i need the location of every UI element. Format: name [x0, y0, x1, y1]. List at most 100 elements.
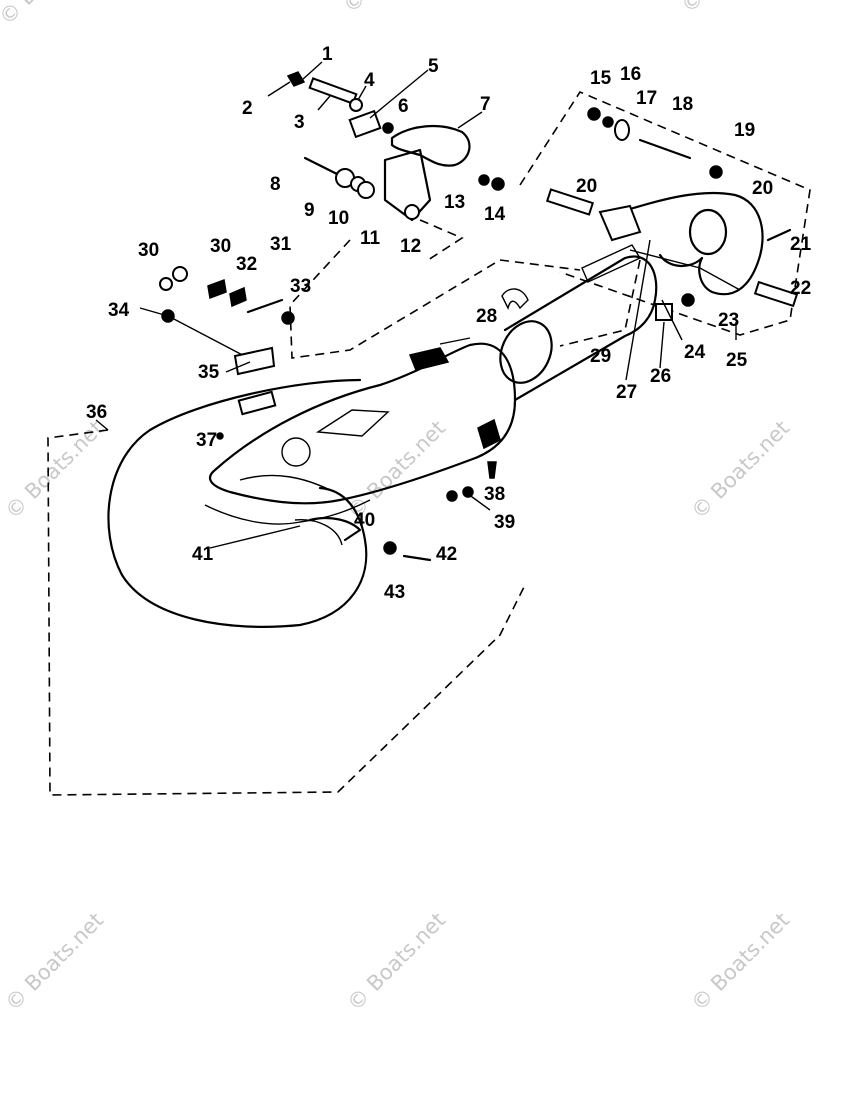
grommet-8a — [408, 347, 450, 371]
clip-23 — [207, 278, 227, 300]
watermark-bottom-right: © Boats.net — [687, 908, 795, 1016]
swivel-bracket-assembly — [598, 191, 764, 296]
callout-24: 33 — [290, 276, 311, 297]
wire-8b — [439, 337, 471, 345]
callout-16: 8 — [270, 174, 281, 195]
callout-37: 14 — [484, 204, 506, 225]
lower-unit-housing — [107, 342, 517, 628]
bracket-38-hole — [404, 204, 420, 220]
watermark-mid-center: © Boats.net — [343, 416, 451, 524]
callout-5: 28 — [476, 306, 497, 327]
bolt-33 — [402, 554, 432, 562]
nut-41 — [681, 293, 695, 307]
screw-42 — [766, 228, 792, 242]
watermark-top-right: © Boats.net — [677, 0, 785, 18]
callout-30-right: 22 — [790, 278, 811, 299]
tilt-lever-assembly — [383, 125, 471, 222]
nut-36 — [478, 174, 490, 186]
shaft-tube-fin — [581, 244, 642, 283]
tilt-lever-9 — [390, 125, 471, 167]
leader-8 — [661, 299, 683, 341]
tilt-bracket-38 — [383, 148, 432, 222]
callout-4: 41 — [192, 544, 214, 565]
block-21 — [237, 390, 277, 416]
callout-18: 17 — [636, 88, 657, 109]
housing-round-recess — [281, 437, 311, 467]
callout-33: 42 — [436, 544, 457, 565]
watermark-top-left: © Boats.net — [0, 0, 102, 30]
outline-9-group — [289, 239, 581, 359]
leader-12 — [317, 95, 331, 111]
callout-29: 27 — [616, 382, 637, 403]
nut-34 — [383, 541, 397, 555]
leader-11 — [301, 61, 323, 81]
shaft-tube-body — [503, 255, 658, 402]
callout-26: 34 — [108, 300, 130, 321]
outline-7-tube — [559, 259, 641, 347]
callout-19: 16 — [620, 64, 641, 85]
leader-26 — [139, 307, 169, 317]
spacer-39 — [357, 181, 375, 199]
callout-32: 31 — [270, 234, 292, 255]
bushing-13 — [348, 109, 382, 139]
housing-ridge — [239, 474, 331, 491]
callout-41: 23 — [718, 310, 739, 331]
leader-21 — [225, 361, 251, 373]
outline-38-bracket — [419, 219, 464, 263]
callout-17: 9 — [304, 200, 315, 221]
callout-40: 10 — [328, 208, 349, 229]
callout-12: 3 — [294, 112, 305, 133]
callout-9: 7 — [480, 94, 491, 115]
washer-18 — [614, 119, 630, 141]
callout-7: 29 — [590, 346, 611, 367]
ring-14 — [349, 98, 363, 112]
clip-22 — [229, 286, 247, 308]
callout-25: 30 — [138, 240, 159, 261]
callout-14: 4 — [364, 70, 375, 91]
screw-31 — [487, 461, 497, 479]
callout-27: 25 — [726, 350, 748, 371]
callout-23: 30 — [210, 236, 231, 257]
outline-1 — [47, 429, 526, 796]
assembly-outline-group — [47, 90, 811, 796]
watermark-bottom-left: © Boats.net — [1, 908, 109, 1016]
callout-8-right: 24 — [684, 342, 706, 363]
pin-12 — [308, 77, 358, 105]
callout-20-upper: 15 — [590, 68, 612, 89]
nut-20-upper — [587, 107, 601, 121]
shaft-tube-end — [499, 320, 553, 384]
callout-2: 37 — [196, 430, 217, 451]
nut-20-right — [709, 165, 723, 179]
nut-15 — [286, 71, 306, 87]
callout-39: 11 — [360, 228, 381, 249]
bushing-43 — [655, 303, 673, 321]
cap-25 — [172, 266, 188, 282]
leader-1 — [95, 419, 109, 431]
plate-21 — [233, 346, 276, 376]
u-bolt-5 — [501, 288, 529, 311]
leader-9 — [457, 111, 483, 129]
callout-43: 26 — [650, 366, 671, 387]
hose-4 — [294, 519, 343, 546]
callout-34: 43 — [384, 582, 405, 603]
callout-22: 32 — [236, 254, 257, 275]
callout-13: 5 — [428, 56, 439, 77]
outline-27 — [519, 90, 811, 336]
nut-6a — [446, 490, 458, 502]
leader-43 — [659, 321, 665, 369]
swivel-bracket-bore — [688, 208, 728, 256]
callout-labels: 1 2 3 4 5 6 7 8 9 10 11 12 13 14 15 16 1… — [86, 44, 812, 603]
pin-30-left — [545, 188, 595, 216]
screw-2 — [216, 432, 224, 440]
callout-1: 36 — [86, 402, 107, 423]
callout-36: 13 — [444, 192, 465, 213]
shaft-tube — [477, 244, 658, 450]
nut-6b — [462, 486, 474, 498]
rod-32 — [246, 298, 284, 314]
callout-3: 40 — [354, 510, 375, 531]
callout-28: 20 — [752, 178, 773, 199]
housing-skeg-outline — [107, 378, 368, 628]
callout-6: 39 — [494, 512, 515, 533]
leader-4 — [209, 525, 301, 549]
